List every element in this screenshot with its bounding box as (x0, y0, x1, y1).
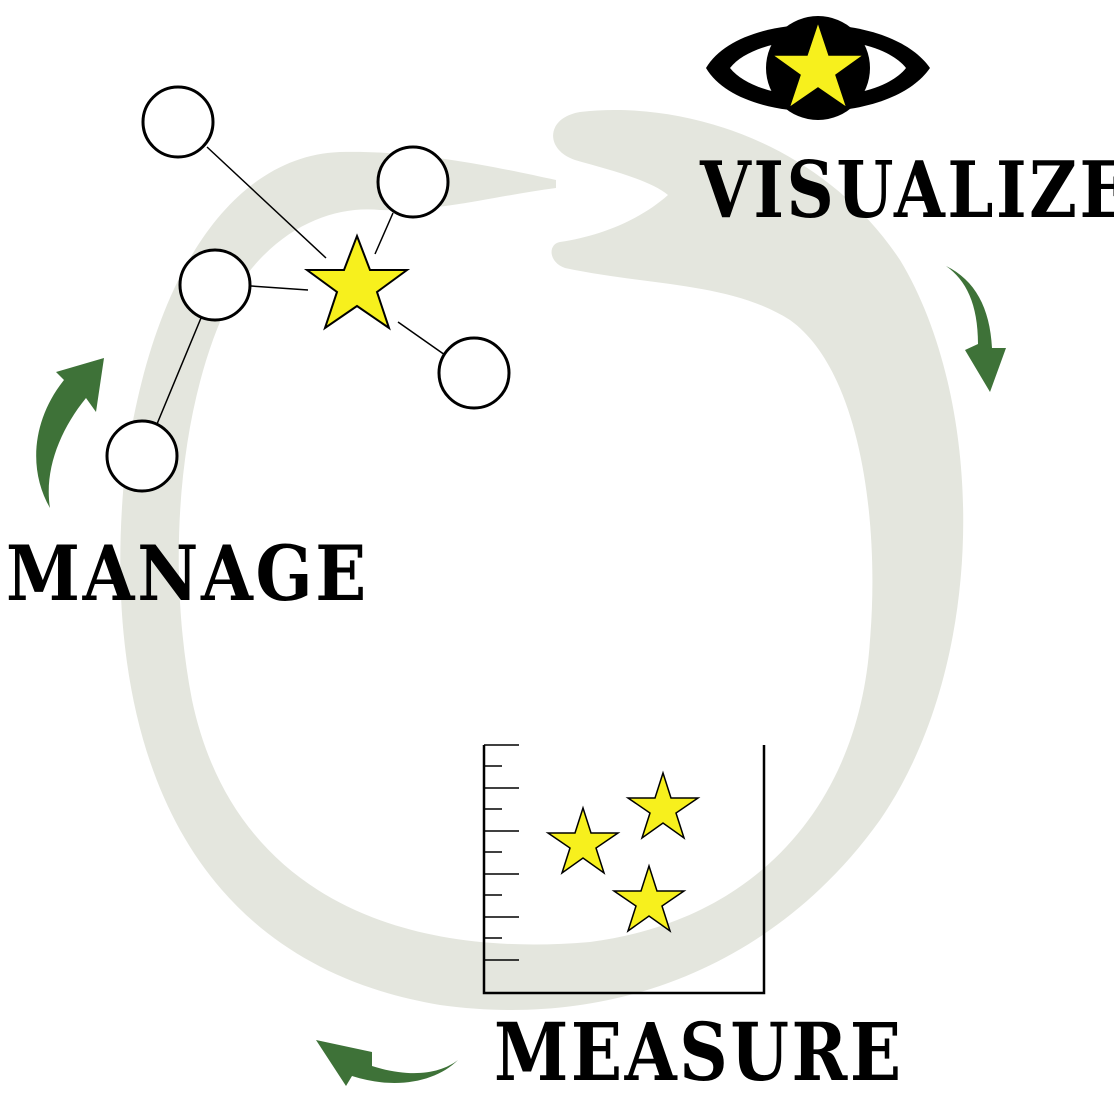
label-measure: MEASURE (494, 1005, 904, 1099)
network-link (374, 212, 394, 255)
network-link (156, 317, 202, 425)
network-nodes-star-icon (105, 85, 511, 493)
network-link (250, 285, 309, 291)
label-visualize: VISUALIZE (700, 145, 1114, 236)
network-link (206, 146, 327, 259)
beaker-with-stars-icon (482, 744, 766, 995)
curved-arrow-icon (36, 358, 104, 508)
cycle-arrows (36, 266, 1006, 1086)
network-node (376, 145, 450, 219)
beaker-star (625, 770, 701, 840)
eye-star (769, 19, 867, 110)
network-node (437, 336, 511, 410)
network-link (397, 321, 446, 356)
network-node (141, 85, 215, 159)
beaker-star (611, 863, 687, 933)
network-hub-star (303, 233, 411, 331)
beaker-star (545, 805, 621, 875)
curved-arrow-icon (316, 1040, 458, 1086)
beaker-outline (482, 745, 766, 995)
curved-arrow-icon (946, 266, 1006, 392)
beaker-scale-ticks (484, 744, 519, 961)
network-node (178, 248, 252, 322)
label-manage: MANAGE (6, 529, 369, 618)
network-node (105, 419, 179, 493)
eye-with-star-icon (706, 16, 930, 120)
